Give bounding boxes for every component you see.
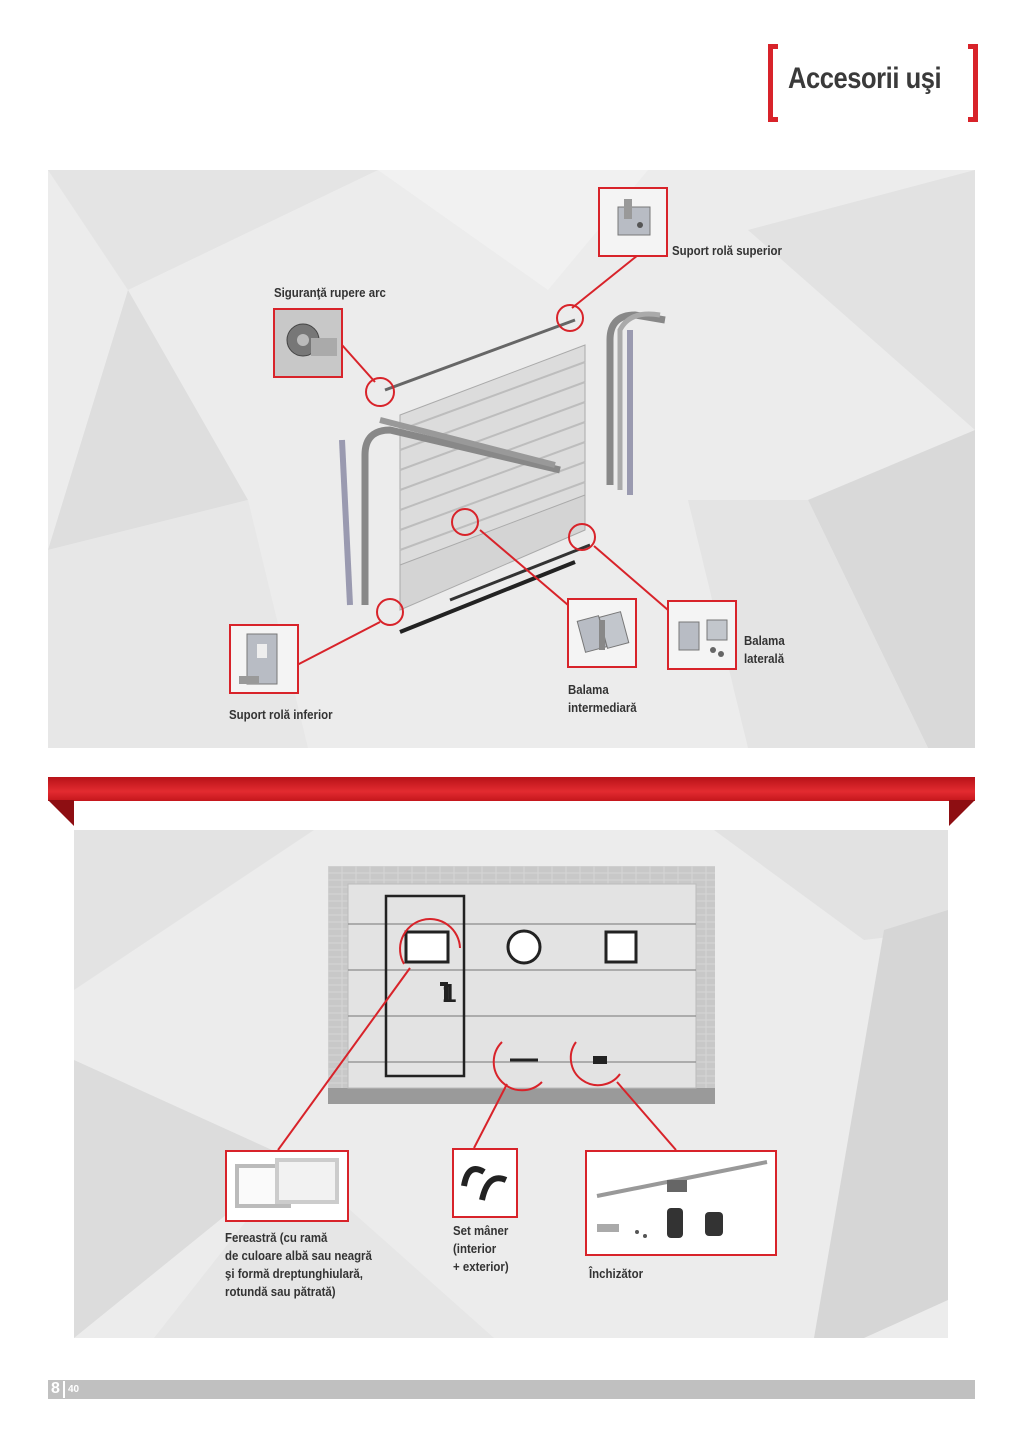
label-balama-laterala-2: laterală [744, 651, 785, 666]
right-bracket [968, 44, 978, 122]
page-title: Accesorii uşi [788, 62, 942, 95]
top-callout-lines [296, 254, 669, 666]
balama-laterala-image [667, 600, 737, 670]
suport-rola-superior-image [598, 187, 668, 257]
label-maner-2: (interior [453, 1241, 497, 1256]
garage-door-svg [328, 866, 715, 1104]
balama-intermediara-image [567, 598, 637, 668]
garage-door-drawing [328, 866, 715, 1104]
label-maner-3: + exterior) [453, 1259, 509, 1274]
label-balama-intermediara-1: Balama [568, 682, 609, 697]
label-inchizator: Închizător [589, 1266, 644, 1281]
set-maner-image [452, 1148, 518, 1218]
left-bracket [768, 44, 778, 122]
door-panels [399, 344, 586, 611]
garage-door-exploded-diagram [339, 304, 666, 634]
footer-bar: 8 40 [48, 1380, 975, 1399]
bottom-callout-lines [277, 967, 677, 1151]
suport-rola-inferior-image [229, 624, 299, 694]
label-maner-1: Set mâner [453, 1223, 509, 1238]
fereastra-image [225, 1150, 349, 1222]
panel-background-facets [48, 170, 975, 748]
siguranta-rupere-arc-image [273, 308, 343, 378]
label-balama-intermediara-2: intermediară [568, 700, 637, 715]
panel-background-facets-2 [74, 830, 948, 1338]
page-title-block: Accesorii uşi [768, 44, 978, 124]
label-fereastra-3: şi formă dreptunghiulară, [225, 1266, 363, 1281]
label-siguranta-rupere-arc: Siguranţă rupere arc [274, 285, 386, 300]
section-divider-banner [48, 777, 975, 801]
door-number: 1 [442, 978, 457, 1008]
page-number: 8 [51, 1380, 60, 1397]
page-separator [63, 1381, 65, 1398]
label-balama-laterala-1: Balama [744, 633, 785, 648]
label-fereastra-4: rotundă sau pătrată) [225, 1284, 336, 1299]
inchizator-image [585, 1150, 777, 1256]
banner-folds [48, 800, 975, 826]
label-fereastra-1: Fereastră (cu ramă [225, 1230, 328, 1245]
page-total: 40 [68, 1384, 80, 1395]
label-suport-rola-superior: Suport rolă superior [672, 243, 782, 258]
label-fereastra-2: de culoare albă sau neagră [225, 1248, 372, 1263]
label-suport-rola-inferior: Suport rolă inferior [229, 707, 333, 722]
